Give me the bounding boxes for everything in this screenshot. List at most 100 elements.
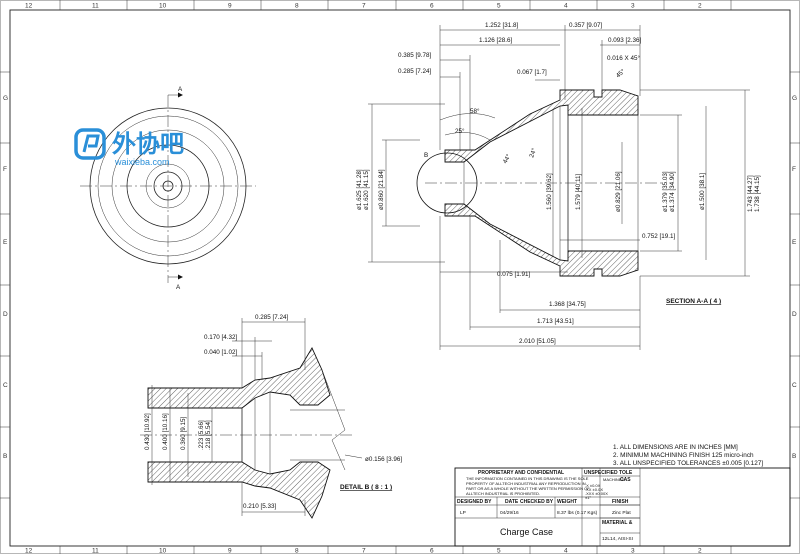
grid-label-bottom: 5 bbox=[497, 548, 501, 554]
grid-label-top: 9 bbox=[228, 3, 232, 10]
front-view: A A bbox=[80, 86, 256, 291]
grid-label-top: 11 bbox=[92, 3, 99, 10]
section-mark-top: A bbox=[178, 86, 183, 93]
section-body-upper bbox=[444, 89, 639, 163]
watermark-url: waixieba.com bbox=[114, 157, 170, 167]
tb-machined: MACHINED bbox=[603, 477, 624, 482]
tb-proprietary-line: PART OR AS A WHOLE WITHOUT THE WRITTEN P… bbox=[466, 486, 590, 491]
tb-proprietary-line: PROPERTY OF ALLTECH INDUSTRIAL ANY REPRO… bbox=[466, 481, 586, 486]
grid-label-bottom: 4 bbox=[564, 548, 568, 554]
detail-view: 0.285 [7.24] 0.170 [4.32] 0.040 [1.02] 0… bbox=[140, 314, 402, 519]
detail-dim-0218: .218 [5.54] bbox=[205, 420, 212, 450]
dim-0752: 0.752 [19.1] bbox=[642, 233, 676, 240]
dim-0075: 0.075 [1.91] bbox=[497, 271, 531, 278]
tb-designer: LP bbox=[460, 510, 466, 516]
tb-tol-row: ±1° bbox=[585, 495, 591, 500]
note-line: 3. ALL UNSPECIFIED TOLERANCES ±0.005 [0.… bbox=[613, 460, 763, 467]
grid-label-bottom: 7 bbox=[362, 548, 366, 554]
grid-label-right: B bbox=[792, 453, 796, 460]
dim-0093: 0.093 [2.36] bbox=[608, 37, 642, 44]
grid-label-top: 5 bbox=[497, 3, 501, 10]
grid-label-left: C bbox=[3, 382, 8, 389]
tb-weight: 8.37 lbs (0.17 Kgs) bbox=[557, 510, 598, 516]
grid-label-bottom: 2 bbox=[698, 548, 702, 554]
section-body-lower bbox=[444, 203, 639, 277]
grid-label-top: 6 bbox=[430, 3, 434, 10]
dim-chamfer: 0.016 X 45° bbox=[607, 54, 640, 62]
dim-1738: 1.738 [44.15] bbox=[754, 175, 761, 212]
tb-tol-row: .XXX ±0.00X bbox=[585, 491, 608, 496]
detail-title: DETAIL B ( 8 : 1 ) bbox=[340, 484, 392, 491]
angle-45: 45° bbox=[614, 67, 627, 80]
tb-finish-label: FINISH bbox=[612, 499, 629, 505]
dim-1743: 1.743 [44.27] bbox=[747, 175, 754, 212]
title-block: PROPRIETARY AND CONFIDENTIAL THE INFORMA… bbox=[454, 467, 791, 547]
tb-material: 12L14, AISI-SI bbox=[602, 536, 633, 542]
grid-label-top: 8 bbox=[295, 3, 299, 10]
section-title: SECTION A-A ( 4 ) bbox=[666, 298, 721, 305]
dim-1368: 1.368 [34.75] bbox=[549, 301, 586, 308]
grid-label-top: 7 bbox=[362, 3, 366, 10]
detail-b-callout-circle bbox=[416, 152, 478, 214]
grid-label-top: 12 bbox=[25, 3, 33, 10]
dim-0285: 0.285 [7.24] bbox=[398, 68, 432, 75]
grid-label-bottom: 6 bbox=[430, 548, 434, 554]
detail-dim-0430: 0.430 [10.92] bbox=[144, 413, 151, 450]
grid-label-bottom: 9 bbox=[228, 548, 232, 554]
dim-0067: 0.067 [1.7] bbox=[517, 69, 547, 76]
grid-label-bottom: 12 bbox=[25, 548, 33, 554]
angle-24: 24° bbox=[527, 147, 538, 159]
dim-dia-0829: ø0.829 [21.06] bbox=[615, 171, 622, 212]
dim-2010: 2.010 [51.05] bbox=[519, 338, 556, 345]
note-line: 2. MINIMUM MACHINING FINISH 125 micro-in… bbox=[613, 452, 754, 459]
detail-body-lower bbox=[147, 461, 331, 519]
dim-1560: 1.560 [39.62] bbox=[546, 173, 553, 210]
grid-label-bottom: 8 bbox=[295, 548, 299, 554]
grid-label-bottom: 11 bbox=[92, 548, 99, 554]
dim-1126: 1.126 [28.6] bbox=[479, 37, 513, 44]
detail-dim-0285: 0.285 [7.24] bbox=[255, 314, 289, 321]
grid-label-top: 4 bbox=[564, 3, 568, 10]
tb-finish: Zinc Plat bbox=[612, 510, 631, 516]
grid-label-left: D bbox=[3, 311, 8, 318]
grid-label-bottom: 10 bbox=[159, 548, 167, 554]
angle-25: 25° bbox=[455, 127, 465, 135]
grid-label-top: 2 bbox=[698, 3, 702, 10]
tb-proprietary-line: THE INFORMATION CONTAINED IN THIS DRAWIN… bbox=[466, 476, 589, 481]
tb-weight-label: WEIGHT bbox=[557, 499, 577, 505]
detail-dim-0210: 0.210 [5.33] bbox=[243, 503, 277, 510]
grid-label-right: E bbox=[792, 239, 797, 246]
tb-designed-by-label: DESIGNED BY bbox=[457, 499, 492, 505]
detail-dim-0040: 0.040 [1.02] bbox=[204, 349, 238, 356]
grid-label-right: D bbox=[792, 311, 797, 318]
detail-dim-0400: 0.400 [10.16] bbox=[162, 413, 169, 450]
grid-label-left: F bbox=[3, 166, 7, 173]
section-mark-bottom: A bbox=[176, 284, 181, 291]
dim-dia-1379: ø1.379 [35.03] bbox=[662, 171, 669, 212]
dim-dia-1500: ø1.500 [38.1] bbox=[699, 173, 706, 210]
angle-44: 44° bbox=[501, 152, 513, 165]
dim-0385: 0.385 [9.78] bbox=[398, 52, 432, 59]
tb-material-label: MATERIAL & bbox=[602, 520, 633, 526]
tb-proprietary-header: PROPRIETARY AND CONFIDENTIAL bbox=[478, 470, 564, 476]
grid-label-top: 10 bbox=[159, 3, 167, 10]
grid-label-left: E bbox=[3, 239, 8, 246]
dim-1252: 1.252 [31.8] bbox=[485, 22, 519, 29]
angle-58: 58° bbox=[470, 107, 480, 115]
detail-b-callout: B bbox=[424, 152, 428, 159]
tb-date-label: DATE bbox=[505, 499, 519, 505]
dim-dia-1625: ø1.625 [41.28] bbox=[356, 169, 363, 210]
dim-1713: 1.713 [43.51] bbox=[537, 318, 574, 325]
detail-dim-0170: 0.170 [4.32] bbox=[204, 334, 238, 341]
dim-dia-1620: ø1.620 [41.15] bbox=[363, 169, 370, 210]
detail-dim-0360: 0.360 [9.15] bbox=[180, 416, 187, 450]
grid-label-left: B bbox=[3, 453, 7, 460]
grid-label-bottom: 3 bbox=[631, 548, 635, 554]
detail-body-upper bbox=[147, 347, 331, 409]
dim-1579: 1.579 [40.11] bbox=[575, 173, 582, 210]
watermark: 外协吧 waixieba.com bbox=[74, 128, 184, 167]
section-view: B 1.252 [31.8] 0.357 [9.07] 1.126 [28.6]… bbox=[356, 22, 761, 350]
note-line: 1. ALL DIMENSIONS ARE IN INCHES [MM] bbox=[613, 444, 738, 451]
